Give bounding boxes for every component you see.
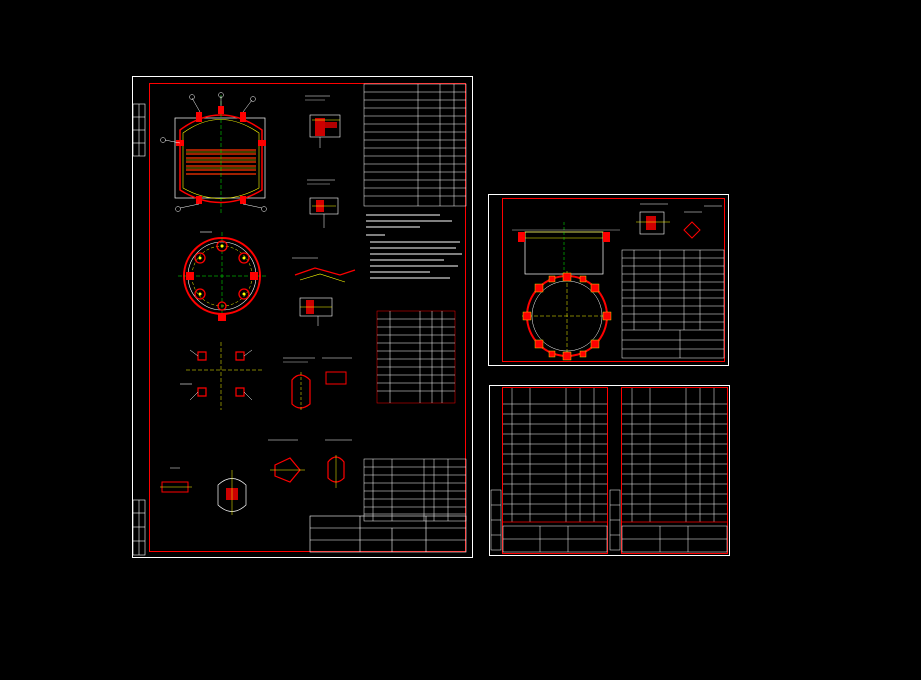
left-margin-blocks: [132, 103, 146, 556]
lug-detail: [283, 357, 352, 412]
sheet-inner-frame-left: [502, 387, 608, 554]
sheet-parts-list[interactable]: [489, 385, 730, 556]
title-block: [309, 515, 467, 553]
technical-notes: [366, 214, 462, 279]
technical-data-table: [363, 83, 467, 207]
manhole-detail: [160, 467, 247, 515]
flange-ring-plan-view: [522, 271, 612, 361]
sheet-outer-border: [488, 194, 729, 366]
flange-detail-b: [292, 257, 356, 326]
shell-section-view: [512, 222, 620, 282]
sheet-main-assembly[interactable]: [132, 76, 473, 558]
bill-of-materials-table: [363, 458, 467, 522]
vessel-elevation-view: [160, 92, 267, 215]
sheet-flange-detail[interactable]: [488, 194, 729, 366]
support-layout-view: [180, 342, 262, 410]
gasket-details: [636, 203, 722, 239]
flange-parts-table: [621, 249, 725, 359]
weld-detail-a: [307, 179, 339, 228]
bolt-detail: [268, 439, 352, 488]
parts-list-right: [621, 388, 728, 553]
nozzle-table: [376, 310, 456, 404]
sheet-inner-frame: [149, 83, 466, 552]
sheet-inner-frame-right: [621, 387, 728, 554]
parts-list-margin-blocks: [490, 489, 621, 551]
nozzle-section-detail: [305, 95, 341, 148]
sheet-inner-frame: [502, 198, 725, 362]
vessel-plan-view: [178, 231, 266, 321]
sheet-outer-border: [132, 76, 473, 558]
sheet-outer-border: [489, 385, 730, 556]
parts-list-left: [502, 388, 608, 553]
